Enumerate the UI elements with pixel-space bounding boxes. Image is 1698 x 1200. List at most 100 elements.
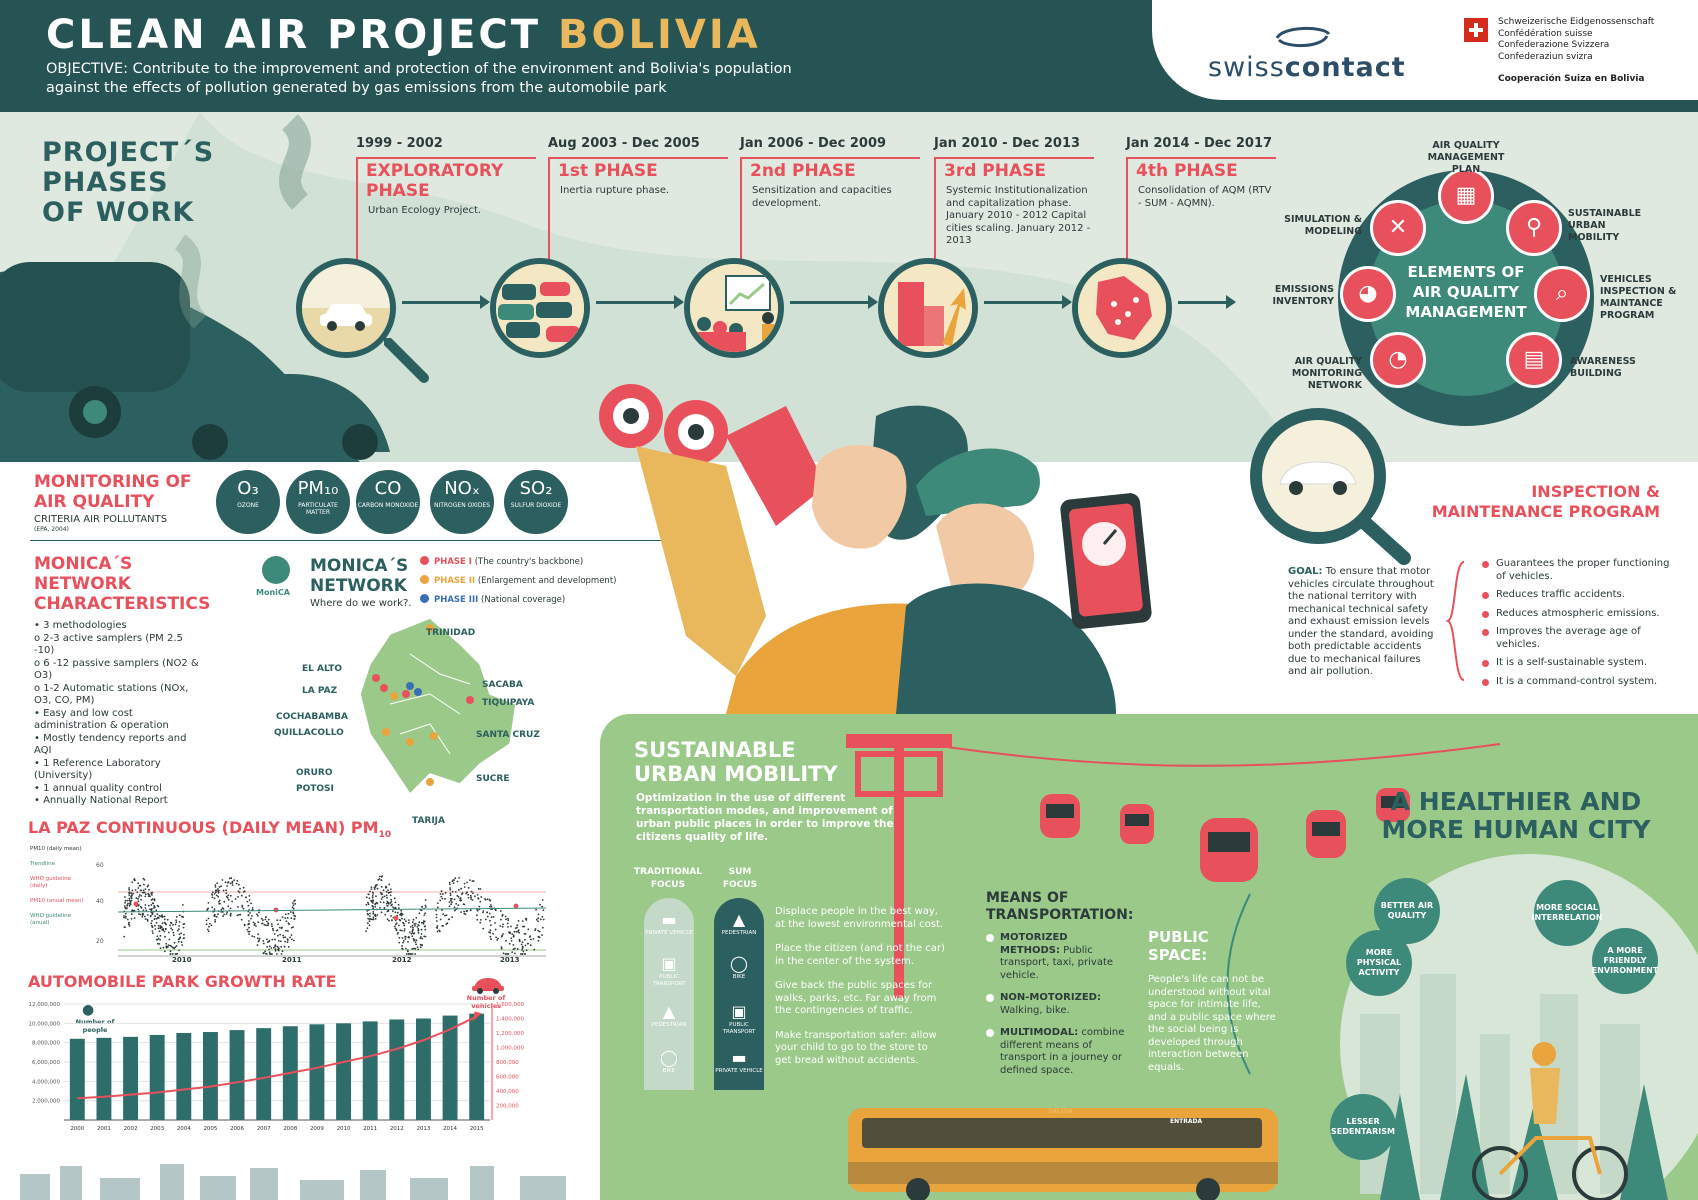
pm10-point xyxy=(401,929,403,932)
ytick-right: 400,000 xyxy=(496,1089,519,1095)
pm10-point xyxy=(219,902,221,905)
pm10-point xyxy=(390,898,393,901)
list-item: o 2-3 active samplers (PM 2.5 -10) xyxy=(34,632,183,657)
pm10-point xyxy=(410,953,413,955)
pm10-point xyxy=(162,929,165,932)
ytick-right: 600,000 xyxy=(496,1075,519,1081)
pm10-point xyxy=(494,928,497,931)
pm10-point xyxy=(449,894,452,897)
pm10-point xyxy=(137,900,140,903)
pm10-point xyxy=(404,947,407,950)
pm10-point xyxy=(401,947,403,950)
pm10-point xyxy=(130,892,133,895)
pm10-point xyxy=(218,886,221,888)
pm10-point xyxy=(411,921,414,923)
pm10-point xyxy=(529,944,532,947)
red-car-icon xyxy=(472,978,504,994)
pm10-point xyxy=(163,915,166,918)
pm10-point xyxy=(165,945,168,948)
pm10-point xyxy=(502,923,504,926)
pm10-point xyxy=(501,913,504,916)
pm10-point xyxy=(287,930,289,932)
pm10-point xyxy=(534,929,536,931)
pm10-point xyxy=(537,917,540,920)
pm10-point xyxy=(408,936,410,939)
pm10-point xyxy=(383,895,386,898)
pm10-point xyxy=(248,899,251,901)
xtick: 2002 xyxy=(124,1126,138,1132)
pm10-point xyxy=(178,921,181,923)
pm10-point xyxy=(140,889,142,892)
phase-name: 3rd PHASE xyxy=(934,157,1094,181)
pm10-point xyxy=(424,899,427,901)
pm10-point xyxy=(284,917,287,919)
pm10-point xyxy=(541,926,544,929)
pm10-point xyxy=(374,918,377,920)
pm10-point xyxy=(454,891,457,893)
pm10-point xyxy=(375,895,377,898)
pm10-point xyxy=(510,925,512,928)
pm10-point xyxy=(374,885,377,888)
pm10-point xyxy=(270,947,273,949)
pm10-point xyxy=(403,918,406,921)
pm10-point xyxy=(229,882,232,885)
pm10-point xyxy=(521,941,524,944)
pm10-point xyxy=(180,932,182,935)
pm10-point xyxy=(516,948,519,950)
pm10-point xyxy=(205,923,208,926)
pm10-point xyxy=(451,916,453,919)
xtick: 2007 xyxy=(257,1126,271,1132)
ytick-left: 8,000,000 xyxy=(32,1041,60,1047)
pm10-point xyxy=(512,948,515,951)
pm10-point xyxy=(385,890,388,893)
pm10-point xyxy=(183,933,185,936)
pm10-point xyxy=(411,953,414,955)
list-item: Reduces atmospheric emissions. xyxy=(1482,608,1682,621)
pm10-point xyxy=(514,927,517,930)
pm10-point xyxy=(281,950,284,953)
pm10-point xyxy=(171,946,174,949)
pm10-point xyxy=(372,918,375,920)
pm10-point xyxy=(158,943,161,945)
pm10-point xyxy=(484,898,486,900)
pm10-point xyxy=(178,949,180,952)
pm10-point xyxy=(397,903,400,906)
pm10-point xyxy=(405,953,408,955)
xtick: 2012 xyxy=(390,1126,404,1132)
pm10-point xyxy=(374,915,377,918)
pm10-point xyxy=(273,933,276,935)
pm10-point xyxy=(488,912,491,915)
lapaz-ytick: 20 xyxy=(96,938,104,945)
pm10-point xyxy=(161,916,163,918)
pm10-point xyxy=(178,933,181,936)
pm10-point xyxy=(519,953,522,955)
pm10-point xyxy=(470,898,472,900)
phase-desc: Sensitization and capacities development… xyxy=(740,181,920,261)
pm10-point xyxy=(173,947,176,950)
pm10-point xyxy=(292,926,294,928)
pie-icon: ◕ xyxy=(1340,266,1396,322)
phases-background-art xyxy=(0,112,1300,462)
phase-date: Jan 2014 - Dec 2017 xyxy=(1126,136,1273,151)
pm10-point xyxy=(457,904,460,907)
pm10-point xyxy=(264,950,267,953)
pm10-point xyxy=(467,896,470,899)
pm10-point xyxy=(449,892,452,895)
pm10-point xyxy=(178,914,181,916)
pm10-point xyxy=(155,938,158,941)
list-item: • Annually National Report xyxy=(34,795,168,806)
pm10-annual-point xyxy=(133,901,139,907)
pm10-point xyxy=(437,902,439,904)
pm10-point xyxy=(292,902,294,904)
pm10-point xyxy=(368,918,371,920)
pm10-point xyxy=(287,912,290,915)
pm10-point xyxy=(124,906,127,909)
pm10-point xyxy=(294,915,297,918)
pm10-point xyxy=(524,953,526,955)
pm10-point xyxy=(416,925,419,928)
pm10-point xyxy=(530,938,532,941)
pm10-point xyxy=(277,947,280,949)
pm10-point xyxy=(276,953,278,955)
pm10-point xyxy=(144,918,147,920)
pm10-point xyxy=(450,899,452,902)
